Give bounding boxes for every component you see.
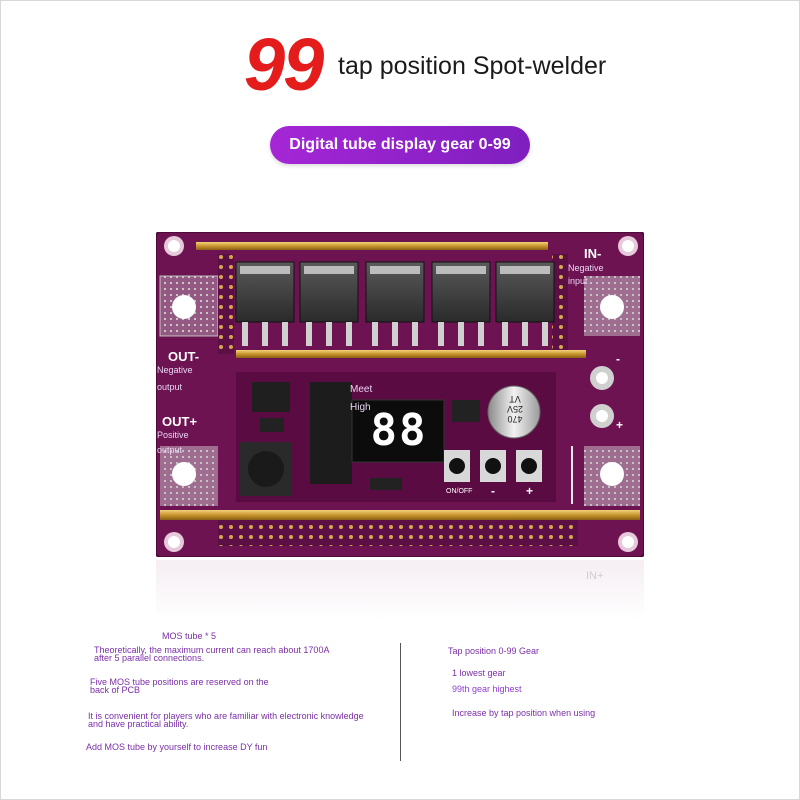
pcb-illustration xyxy=(155,231,645,558)
mos-line2b: back of PCB xyxy=(90,685,141,695)
capacitor-voltage: 25V xyxy=(507,404,524,414)
terminal-minus-label: - xyxy=(616,352,620,366)
middle-bus-bar xyxy=(236,350,586,358)
board-reflection: IN+ xyxy=(156,560,644,620)
control-buttons xyxy=(444,450,542,482)
out-output-label: output xyxy=(157,382,183,392)
onoff-label: ON/OFF xyxy=(446,488,473,495)
bottom-bus-bar xyxy=(160,510,640,520)
mos-line1a: Theoretically, the maximum current can r… xyxy=(94,645,330,655)
mounting-holes xyxy=(164,236,638,552)
product-title: tap position Spot-welder xyxy=(338,52,607,80)
in-minus-label: IN- xyxy=(584,246,602,261)
display-digits: 88 xyxy=(370,404,428,456)
capacitor-label: 470 25V VT xyxy=(500,394,530,424)
mos-line3b: and have practical ability. xyxy=(88,719,189,729)
gear-line3: Increase by tap position when using xyxy=(452,708,596,718)
big-99-number: 99 xyxy=(244,23,324,106)
mos-line3a: It is convenient for players who are fam… xyxy=(88,711,364,721)
mos-line2a: Five MOS tube positions are reserved on … xyxy=(90,677,269,687)
out-positive-label: Positive xyxy=(157,430,189,440)
minus-button-label: - xyxy=(491,484,495,498)
meet-label: Meet xyxy=(350,384,373,395)
mos-line4: Add MOS tube by yourself to increase DY … xyxy=(86,742,268,752)
seven-segment-display xyxy=(351,399,445,463)
column-divider xyxy=(400,643,401,761)
capacitor-series: VT xyxy=(509,394,521,404)
gear-line1: 1 lowest gear xyxy=(452,668,506,678)
in-input-label: input xyxy=(568,276,588,286)
copper-pads xyxy=(159,254,640,546)
mcu-chip xyxy=(310,382,352,484)
high-label: High xyxy=(350,402,371,413)
capacitor xyxy=(487,385,541,439)
gear-line2: 99th gear highest xyxy=(452,684,522,694)
top-bus-bar xyxy=(196,242,548,250)
plus-button-label: + xyxy=(526,484,534,498)
driver-chip xyxy=(252,382,290,412)
out-plus-label: OUT+ xyxy=(162,414,198,429)
out-negative-label: Negative xyxy=(157,365,193,375)
mos-line1b: after 5 parallel connections. xyxy=(94,653,205,663)
pcb-board: IN- Negative input OUT- Negative output … xyxy=(155,231,645,558)
out-positive-output-label: output xyxy=(157,445,183,455)
reflection-label: IN+ xyxy=(586,570,604,582)
out-minus-label: OUT- xyxy=(168,349,200,364)
mos-heading: MOS tube * 5 xyxy=(162,631,217,641)
mos-transistors xyxy=(235,261,555,346)
in-negative-label: Negative xyxy=(568,263,604,273)
gear-display-pill: Digital tube display gear 0-99 xyxy=(270,126,530,164)
gear-heading: Tap position 0-99 Gear xyxy=(448,646,540,656)
capacitor-value: 470 xyxy=(507,414,523,424)
terminal-plus-label: + xyxy=(616,418,624,432)
